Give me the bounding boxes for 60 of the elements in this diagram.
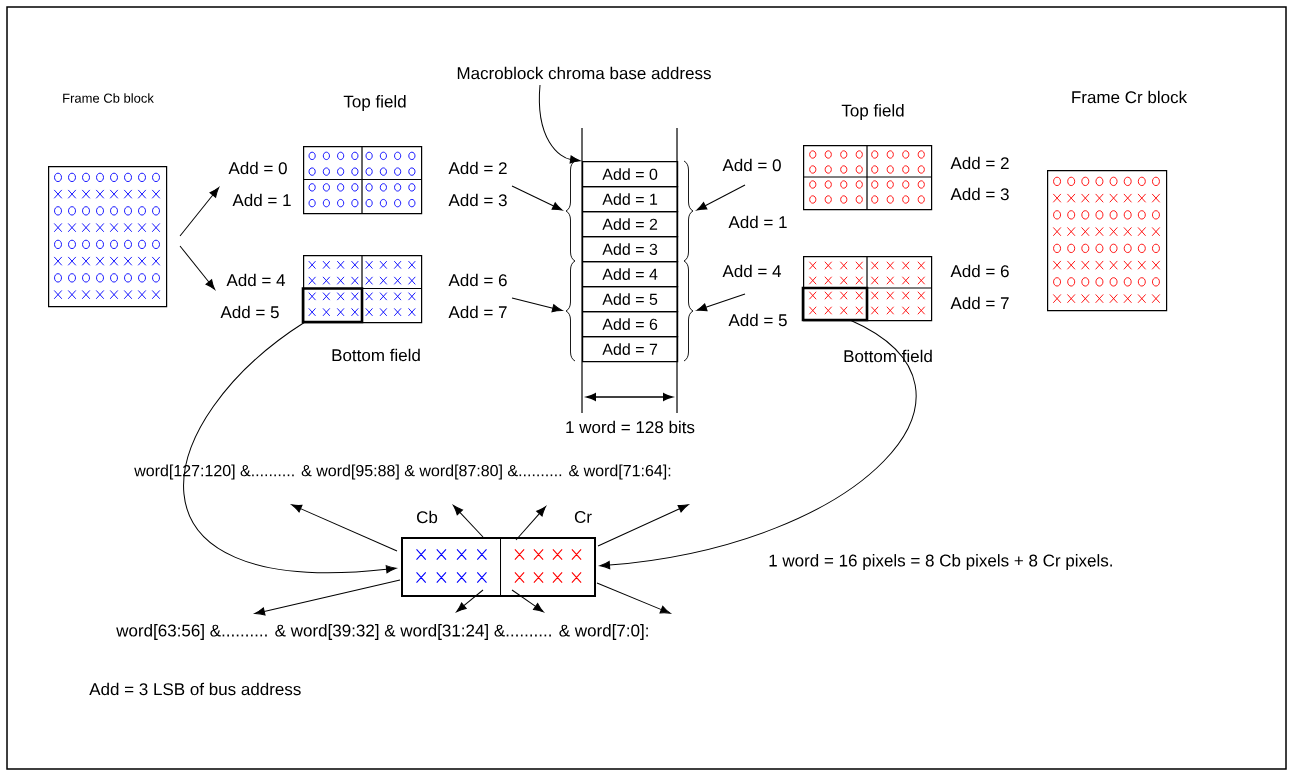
memory-cell: Add = 2 bbox=[582, 211, 679, 238]
memory-cell: Add = 6 bbox=[582, 311, 679, 338]
address-label: Add = 0 bbox=[722, 158, 781, 172]
curved-arrow bbox=[599, 319, 916, 570]
arrow bbox=[511, 185, 563, 211]
memory-cell: Add = 7 bbox=[582, 336, 679, 363]
address-label: Add = 3 bbox=[448, 193, 507, 207]
address-label: Add = 5 bbox=[728, 313, 787, 327]
arrow bbox=[596, 582, 671, 614]
dimension-label: 1 word = 128 bits bbox=[566, 420, 695, 434]
address-label: Add = 5 bbox=[220, 305, 279, 319]
block-heading: Top field bbox=[841, 104, 904, 120]
arrow bbox=[511, 589, 544, 613]
note-text: 1 word = 16 pixels = 8 Cb pixels + 8 Cr pixels. bbox=[769, 554, 1112, 570]
address-label: Add = 4 bbox=[722, 264, 782, 278]
word-box bbox=[401, 537, 596, 597]
block-heading: Cr bbox=[574, 510, 592, 523]
brace bbox=[565, 160, 576, 262]
block-heading: Cb bbox=[417, 510, 438, 524]
block-heading: Frame Cr block bbox=[1072, 90, 1188, 104]
block-heading: Frame Cb block bbox=[63, 93, 154, 103]
brace bbox=[565, 260, 576, 362]
annotation-text: word[127:120] &.......... & word[95:88] & word[87:80] &.......... & word[71:64]: bbox=[134, 464, 671, 480]
address-label: Add = 7 bbox=[448, 305, 507, 319]
arrow bbox=[179, 245, 216, 290]
address-label: Add = 4 bbox=[226, 273, 286, 287]
arrow bbox=[696, 293, 746, 312]
annotation-text: word[63:56] &.......... & word[39:32] & word[31:24] &.......... & word[7:0]: bbox=[116, 624, 648, 640]
memory-cell: Add = 4 bbox=[582, 261, 679, 288]
brace bbox=[683, 260, 694, 362]
arrow bbox=[179, 187, 220, 237]
memory-cell: Add = 1 bbox=[582, 186, 679, 213]
address-label: Add = 7 bbox=[950, 296, 1009, 310]
arrow bbox=[597, 504, 689, 547]
arrow bbox=[696, 184, 746, 211]
block-heading: Bottom field bbox=[844, 349, 932, 363]
memory-cell: Add = 3 bbox=[582, 236, 679, 263]
arrow bbox=[291, 504, 398, 552]
address-label: Add = 6 bbox=[950, 264, 1009, 278]
brace bbox=[683, 160, 694, 262]
address-label: Add = 1 bbox=[232, 193, 291, 207]
address-label: Add = 2 bbox=[448, 161, 507, 175]
curved-arrow bbox=[183, 321, 397, 574]
arrow bbox=[515, 506, 547, 541]
address-label: Add = 1 bbox=[728, 215, 787, 229]
address-label: Add = 6 bbox=[448, 273, 507, 287]
note-text: Add = 3 LSB of bus address bbox=[89, 682, 301, 696]
memory-cell: Add = 0 bbox=[582, 161, 679, 188]
memory-cell: Add = 5 bbox=[582, 286, 679, 313]
arrow bbox=[254, 579, 401, 616]
address-label: Add = 0 bbox=[228, 161, 287, 175]
block-heading: Top field bbox=[343, 95, 406, 111]
annotation-text: Macroblock chroma base address bbox=[457, 66, 711, 80]
arrow bbox=[511, 297, 563, 313]
address-label: Add = 3 bbox=[950, 187, 1009, 201]
arrow bbox=[456, 589, 484, 613]
address-label: Add = 2 bbox=[950, 156, 1009, 170]
block-heading: Bottom field bbox=[332, 348, 420, 362]
curved-arrow bbox=[538, 84, 581, 164]
arrow bbox=[452, 505, 484, 538]
